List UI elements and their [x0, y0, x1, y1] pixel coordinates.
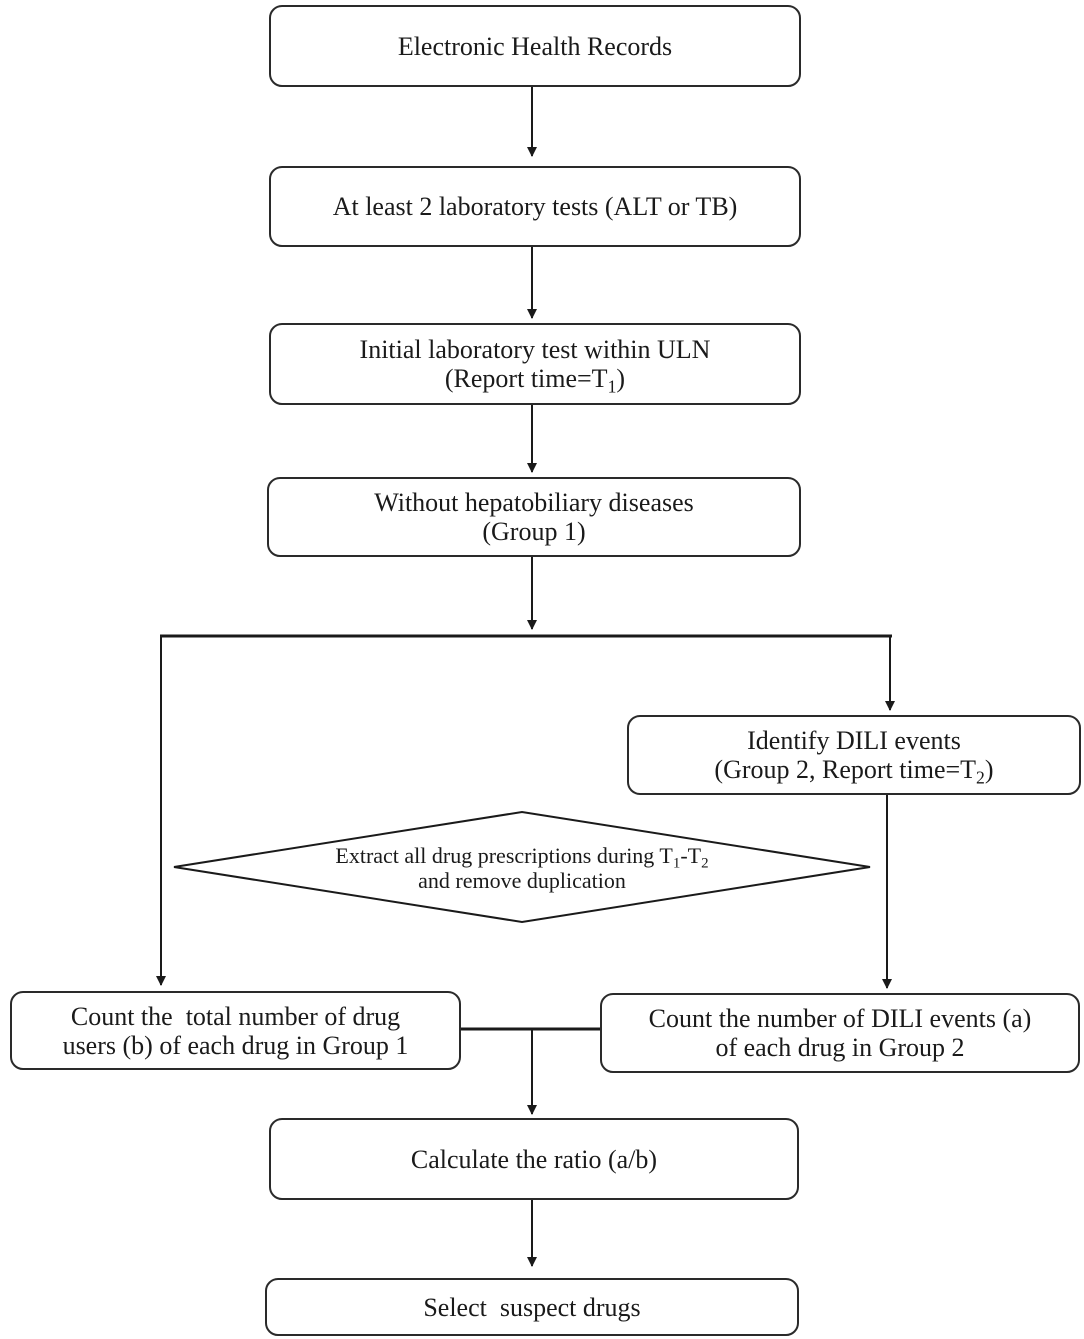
initial-test-report-time: (Report time=T1) [444, 364, 626, 397]
ehr-label: Electronic Health Records [397, 31, 673, 61]
count-users-line-2: users (b) of each drug in Group 1 [62, 1030, 409, 1060]
count-users-box: Count the total number of drug users (b)… [10, 991, 461, 1070]
without-diseases-box: Without hepatobiliary diseases (Group 1) [267, 477, 801, 557]
initial-test-box: Initial laboratory test within ULN (Repo… [269, 323, 801, 405]
identify-dili-label: Identify DILI events [747, 726, 961, 755]
count-events-line-2: of each drug in Group 2 [715, 1033, 965, 1062]
ratio-label: Calculate the ratio (a/b) [410, 1144, 658, 1174]
lab-tests-label: At least 2 laboratory tests (ALT or TB) [332, 192, 738, 221]
select-label: Select suspect drugs [423, 1292, 641, 1322]
without-diseases-label: Without hepatobiliary diseases [374, 488, 694, 517]
count-users-line-1: Count the total number of drug [70, 1001, 401, 1031]
group-1-label: (Group 1) [482, 517, 586, 546]
select-box: Select suspect drugs [265, 1278, 799, 1336]
extract-diamond [173, 810, 871, 924]
extract-line-1: Extract all drug prescriptions during T1… [335, 843, 709, 872]
identify-dili-report-time: (Group 2, Report time=T2) [714, 755, 994, 788]
lab-tests-box: At least 2 laboratory tests (ALT or TB) [269, 166, 801, 247]
ehr-box: Electronic Health Records [269, 5, 801, 87]
ratio-box: Calculate the ratio (a/b) [269, 1118, 799, 1200]
extract-label: Extract all drug prescriptions during T1… [260, 840, 784, 896]
initial-test-label: Initial laboratory test within ULN [359, 335, 711, 364]
count-events-box: Count the number of DILI events (a) of e… [600, 993, 1080, 1073]
extract-line-2: and remove duplication [418, 868, 626, 893]
count-events-line-1: Count the number of DILI events (a) [648, 1004, 1032, 1033]
identify-dili-box: Identify DILI events (Group 2, Report ti… [627, 715, 1081, 795]
